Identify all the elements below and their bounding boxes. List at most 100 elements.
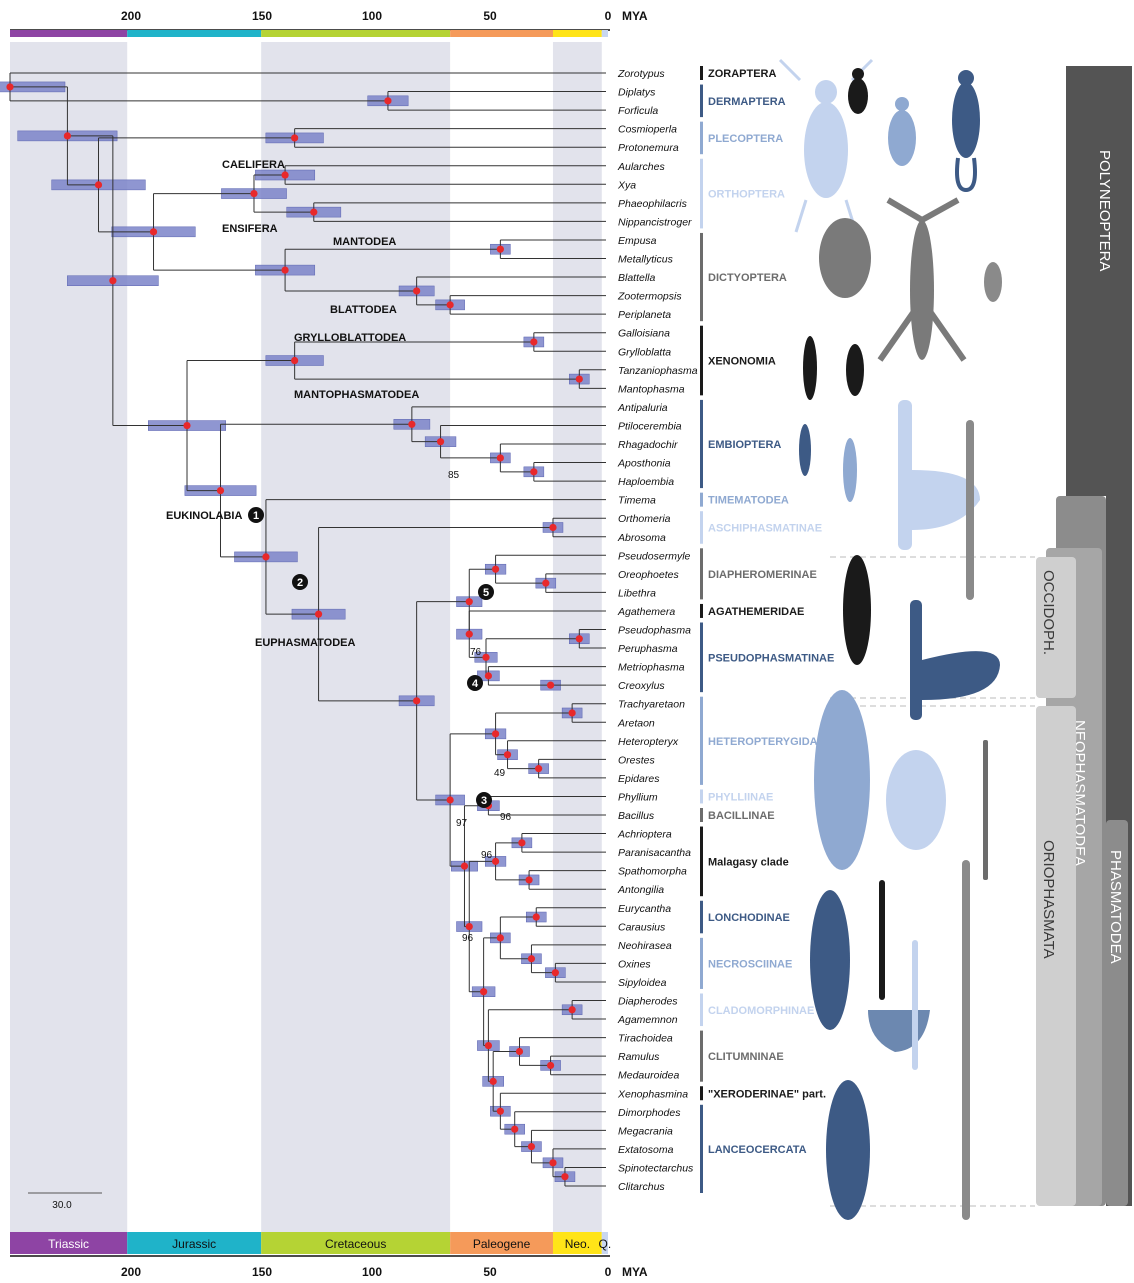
bacillus-silhouette <box>983 740 988 880</box>
bottom-tick-100: 100 <box>362 1265 382 1279</box>
bottom-tick-150: 150 <box>252 1265 272 1279</box>
node-dot <box>532 913 540 921</box>
taxon-label: Aposthonia <box>617 458 671 470</box>
node-dot <box>413 287 421 295</box>
node-dot <box>496 245 504 253</box>
node-dot <box>496 1107 504 1115</box>
top-strip-cretaceous <box>261 30 451 37</box>
clade-label: PLECOPTERA <box>708 133 783 145</box>
node-dot <box>491 730 500 738</box>
label-euphasmatodea: EUPHASMATODEA <box>255 637 355 649</box>
clade-label: EMBIOPTERA <box>708 439 781 451</box>
lanceocercata-silhouette <box>826 1080 870 1220</box>
leaf-insect-silhouette <box>886 750 946 850</box>
period-label-q: Q. <box>599 1237 612 1251</box>
bottom-strip-neo <box>552 1232 602 1254</box>
clade-bar <box>700 808 703 822</box>
bottom-tick-0: 0 <box>605 1265 612 1279</box>
webspinner-silhouettes <box>799 424 857 502</box>
stonefly-silhouette <box>888 97 916 166</box>
taxon-label: Tanzaniophasma <box>618 365 698 377</box>
earwig-silhouette-dark <box>952 70 980 193</box>
taxon-label: Peruphasma <box>618 643 678 655</box>
node-dot <box>482 653 490 661</box>
taxon-label: Dimorphodes <box>618 1107 681 1119</box>
bottom-tick-200: 200 <box>121 1265 141 1279</box>
node-badge-4: 4 <box>467 675 483 691</box>
taxon-label: Libethra <box>618 587 656 599</box>
inner-clade-labels: CAELIFERA ENSIFERA MANTODEA BLATTODEA GR… <box>166 159 419 649</box>
node-dot <box>535 765 543 773</box>
taxon-label: Cosmioperla <box>618 124 677 136</box>
taxon-label: Abrosoma <box>617 532 666 544</box>
bottom-strip-cretaceous <box>261 1232 451 1254</box>
taxon-label: Phyllium <box>618 791 658 803</box>
taxon-label: Medauroidea <box>618 1070 679 1082</box>
clade-label: ORTHOPTERA <box>708 189 785 201</box>
taxon-label: Xya <box>617 179 636 191</box>
period-label-neo: Neo. <box>565 1237 590 1251</box>
node-dot <box>94 181 103 189</box>
clade-bar <box>700 937 703 989</box>
label-blattodea: BLATTODEA <box>330 304 397 316</box>
support-49: 49 <box>494 768 506 779</box>
label-mantophasmatodea: MANTOPHASMATODEA <box>294 389 419 401</box>
taxon-label: Empusa <box>618 235 657 247</box>
taxon-label: Antongilia <box>617 884 664 896</box>
bottom-axis-unit: MYA <box>622 1265 648 1279</box>
support-85: 85 <box>448 470 460 481</box>
taxon-label: Blattella <box>618 272 656 284</box>
svg-text:1: 1 <box>253 510 259 522</box>
clade-bar <box>700 622 703 693</box>
long-stick-insect <box>962 860 970 1220</box>
node-dot <box>496 934 504 942</box>
clade-label: LONCHODINAE <box>708 912 790 924</box>
taxon-label: Agamemnon <box>617 1014 678 1026</box>
top-period-strip <box>10 30 608 37</box>
node-dot <box>465 922 473 931</box>
top-strip-q <box>601 30 608 37</box>
node-dot <box>575 635 583 643</box>
clade-bar <box>700 603 703 618</box>
node-dot <box>518 839 526 847</box>
taxon-label: Diplatys <box>618 87 656 99</box>
tree-branches <box>9 72 606 1187</box>
node-dot <box>496 454 504 462</box>
taxon-label: Bacillus <box>618 810 655 822</box>
clade-label: AGATHEMERIDAE <box>708 606 804 618</box>
node-dot <box>568 709 576 717</box>
black-stick-insect <box>843 555 871 665</box>
svg-text:4: 4 <box>472 678 479 690</box>
clade-label: PSEUDOPHASMATINAE <box>708 652 834 664</box>
clade-bar <box>700 548 703 600</box>
node-dot <box>281 266 289 274</box>
clade-bar <box>700 84 703 118</box>
period-label-paleogene: Paleogene <box>473 1237 531 1251</box>
clade-label: HETEROPTERYGIDAE <box>708 736 825 748</box>
node-dot <box>549 1159 557 1167</box>
support-76: 76 <box>470 647 482 658</box>
taxon-label: Haploembia <box>618 476 674 488</box>
clade-bar <box>700 1086 703 1101</box>
oriophasmata-label: ORIOPHASMATA <box>1040 840 1057 959</box>
top-tick-200: 200 <box>121 9 141 23</box>
scale-bar: 30.0 <box>28 1192 102 1211</box>
svg-text:3: 3 <box>481 795 487 807</box>
clade-label: PHYLLIINAE <box>708 791 773 803</box>
node-dot <box>525 876 533 884</box>
label-mantodea: MANTODEA <box>333 236 396 248</box>
top-tick-0: 0 <box>605 9 612 23</box>
taxon-label: Galloisiana <box>618 328 670 340</box>
node-dot <box>484 672 492 680</box>
scale-bar-label: 30.0 <box>52 1200 72 1211</box>
termite-silhouette <box>984 262 1002 302</box>
top-strip-jurassic <box>127 30 262 37</box>
stick-insect-gray <box>966 420 974 600</box>
node-dot <box>291 134 299 142</box>
support-values: 85 76 49 97 96 96 96 <box>448 470 512 944</box>
thin-black-phasmid <box>879 880 885 1000</box>
node-dot <box>314 610 323 618</box>
